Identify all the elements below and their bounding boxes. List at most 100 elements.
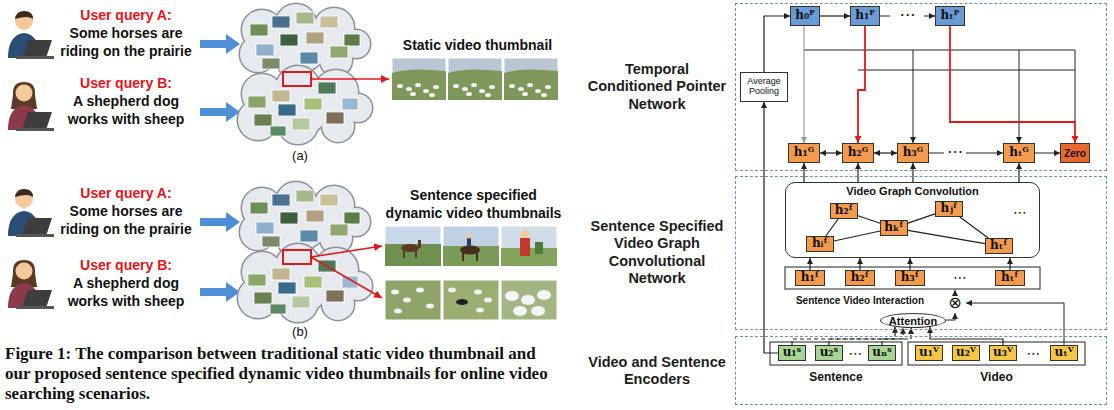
math-label: uₙˢ — [872, 346, 892, 359]
zero-box: Zero — [1060, 143, 1090, 163]
query-text: A shepherd dog works with sheep — [55, 92, 197, 128]
video-cloud — [238, 4, 372, 144]
module-heading: Video and Sentence Encoders — [583, 353, 731, 388]
user-icon — [8, 260, 54, 309]
user-icon — [8, 82, 54, 131]
math-label: h₂ᶠ — [851, 271, 870, 284]
graph-conv-heading: Video Graph Convolution — [846, 185, 978, 198]
connector-arrow — [820, 152, 842, 153]
math-label: u₂ˢ — [820, 346, 839, 359]
dynamic-thumbnail-strip — [385, 226, 441, 266]
sentence-word-box: u₁ˢ — [778, 345, 806, 361]
math-label: h₂ᴳ — [848, 146, 868, 159]
math-label: hₖᶠ — [884, 221, 904, 234]
connectors — [764, 16, 1075, 353]
dynamic-thumbnail-strip — [476, 308, 484, 313]
dynamic-thumbnail-strip — [415, 250, 417, 258]
math-label: hₜᴾ — [941, 9, 960, 22]
dynamic-thumbnail-strip — [391, 290, 399, 295]
user-icon — [8, 189, 54, 237]
dynamic-thumbnail-strip — [391, 288, 434, 314]
math-label: h₁ᴳ — [794, 146, 814, 159]
interaction-wiring — [946, 313, 955, 320]
selection-arrow — [311, 257, 382, 298]
feature-box: hₜᶠ — [995, 270, 1025, 286]
query-text: A shepherd dog works with sheep — [55, 274, 197, 310]
module-heading: Sentence Specified Video Graph Convoluti… — [583, 218, 731, 288]
pointer-wiring — [804, 16, 1075, 153]
panel-letter: (a) — [282, 148, 318, 164]
connector-arrow — [859, 258, 860, 270]
zero-label: Zero — [1064, 148, 1086, 159]
dynamic-thumbnail-strip — [443, 246, 499, 266]
dynamic-thumbnail-strip — [505, 291, 519, 301]
gru-state-box: h₁ᴳ — [788, 143, 820, 163]
dynamic-thumbnail-strip — [394, 309, 402, 314]
math-label: h₂ᶠ — [835, 204, 854, 217]
video-cloud — [238, 182, 372, 322]
feature-box: h₃ᶠ — [895, 270, 925, 286]
graph-node: hₖᶠ — [880, 220, 908, 236]
gru-state-box: h₃ᴳ — [897, 143, 929, 163]
panel-letter: (b) — [282, 324, 318, 340]
pointer-wiring — [913, 50, 914, 143]
dynamic-thumbnail-strip — [385, 280, 441, 320]
gru-state-box: h₂ᴳ — [842, 143, 874, 163]
pooling-box: Average Pooling — [740, 72, 788, 102]
dynamic-thumbnail-strip — [443, 226, 499, 266]
feature-box: h₂ᶠ — [845, 270, 875, 286]
math-label: h₃ᴳ — [903, 146, 923, 159]
dynamic-thumbnail-strip — [484, 298, 492, 303]
connector-arrow — [826, 219, 838, 236]
connector-arrow — [858, 26, 865, 143]
figure-caption: Figure 1: The comparison between traditi… — [5, 344, 550, 404]
query-arrow — [200, 212, 240, 232]
dynamic-thumbnail-strip — [462, 252, 464, 261]
dynamic-thumbnail-strip — [505, 290, 551, 316]
pointer-wiring — [880, 16, 890, 17]
dynamic-thumbnail-strip — [403, 298, 411, 303]
static-thumbnail-strip — [448, 58, 502, 100]
math-label: u₂ⱽ — [956, 346, 976, 359]
dynamic-thumbnail-strip — [476, 252, 478, 261]
module-panel: Video and Sentence Encodersu₁ˢu₂ˢuₙˢu₁ⱽu… — [735, 336, 1107, 405]
math-label: h₃ᶠ — [901, 271, 920, 284]
dynamic-thumbnail-strip — [521, 230, 529, 238]
connector-arrow — [803, 163, 804, 182]
module-panel: Sentence Specified Video Graph Convoluti… — [735, 176, 1107, 330]
dynamic-thumbnail-strip — [416, 288, 424, 293]
connector-arrow — [950, 26, 1075, 143]
selection-arrow — [311, 79, 389, 298]
dynamic-thumbnail-strip — [448, 288, 492, 313]
connector-arrow — [908, 214, 935, 223]
interaction-label: Sentence Video Interaction — [790, 294, 930, 307]
math-label: hₜᶠ — [1001, 271, 1019, 284]
dynamic-thumbnail-strip — [501, 226, 557, 266]
connector-arrow — [874, 152, 897, 153]
video-clip-box: u₁ⱽ — [915, 345, 943, 361]
user-icon — [8, 11, 54, 59]
connector-arrow — [764, 16, 790, 72]
gru-state-box: hₜᴳ — [1003, 143, 1035, 163]
pointer-wiring — [858, 70, 1075, 71]
connector-arrow — [912, 163, 913, 182]
connector-arrow — [858, 216, 880, 223]
dynamic-thumbnail-strip — [521, 295, 535, 305]
graph-node: hⱼᶠ — [935, 201, 963, 217]
graph-node: hₜᶠ — [985, 238, 1013, 254]
graph-node: h₂ᶠ — [830, 203, 858, 219]
ellipsis: ⋯ — [935, 142, 975, 162]
dynamic-thumbnail-strip — [474, 290, 482, 295]
dynamic-thumbnail-strip — [418, 240, 421, 248]
dynamic-thumbnail-strip — [537, 290, 551, 300]
dynamic-thumbnail-strip — [535, 242, 543, 254]
attention-ellipse: Attention — [880, 313, 946, 328]
ellipsis: ⋯ — [843, 344, 868, 362]
dynamic-thumbnail-strip — [520, 238, 530, 256]
connector-arrow — [909, 258, 910, 270]
selection-arrow — [311, 246, 382, 257]
connector-arrow — [908, 230, 985, 243]
ellipsis: ⋯ — [940, 268, 980, 286]
math-label: hᵢᶠ — [812, 237, 828, 250]
pointer-state-box: h₀ᴾ — [790, 6, 820, 26]
